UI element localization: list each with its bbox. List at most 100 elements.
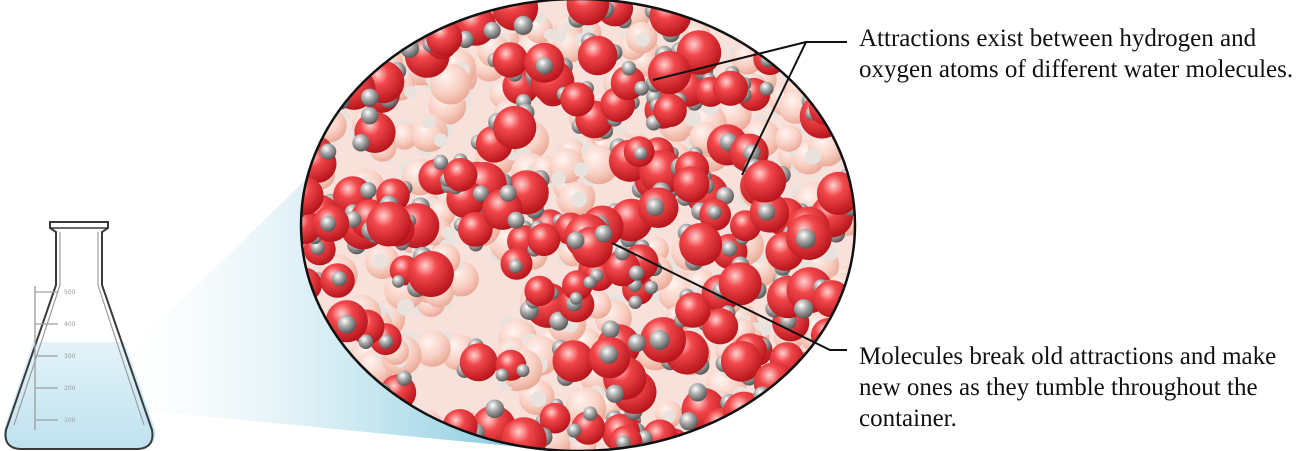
hydrogen-atom xyxy=(687,447,698,451)
oxygen-atom xyxy=(673,166,709,202)
hydrogen-atom xyxy=(828,65,841,78)
hydrogen-atom xyxy=(308,74,319,85)
hydrogen-atom xyxy=(508,212,525,229)
hydrogen-atom xyxy=(679,412,697,430)
hydrogen-atom xyxy=(486,400,505,419)
oxygen-atom-background xyxy=(807,52,838,83)
oxygen-atom xyxy=(460,343,498,381)
graduation-100: 100 xyxy=(64,417,76,424)
hydrogen-atom xyxy=(434,133,448,147)
hydrogen-atom xyxy=(794,299,813,318)
hydrogen-atom xyxy=(517,364,530,377)
hydrogen-atom xyxy=(291,96,308,113)
oxygen-atom-background xyxy=(832,105,859,132)
hydrogen-atom xyxy=(404,86,417,99)
hydrogen-atom xyxy=(833,104,844,115)
oxygen-atom-background xyxy=(378,1,419,42)
oxygen-atom xyxy=(713,71,748,106)
hydrogen-atom xyxy=(329,74,343,88)
hydrogen-atom xyxy=(810,71,827,88)
hydrogen-atom xyxy=(335,0,351,7)
hydrogen-atom xyxy=(836,22,852,38)
hydrogen-atom xyxy=(334,55,346,67)
hydrogen-atom xyxy=(828,370,839,381)
hydrogen-atom xyxy=(373,0,389,2)
hydrogen-atom xyxy=(628,334,646,352)
hydrogen-atom xyxy=(372,253,387,268)
hydrogen-atom xyxy=(595,225,612,242)
oxygen-atom xyxy=(492,42,527,77)
oxygen-atom-background xyxy=(326,58,354,86)
hydrogen-atom xyxy=(794,6,809,21)
oxygen-atom xyxy=(675,292,711,328)
hydrogen-atom xyxy=(345,438,360,451)
hydrogen-atom xyxy=(422,0,439,12)
oxygen-atom-background xyxy=(808,24,840,56)
callout-attractions: Attractions exist between hydrogen and o… xyxy=(859,23,1299,85)
oxygen-atom-background xyxy=(298,0,339,33)
hydrogen-atom xyxy=(421,115,435,129)
hydrogen-atom xyxy=(514,16,533,35)
hydrogen-atom xyxy=(831,350,845,364)
hydrogen-atom xyxy=(606,385,624,403)
hydrogen-atom xyxy=(810,23,826,39)
hydrogen-atom xyxy=(646,198,664,216)
oxygen-atom xyxy=(528,223,561,256)
hydrogen-atom xyxy=(509,259,523,273)
oxygen-atom xyxy=(524,276,554,306)
hydrogen-atom xyxy=(352,134,369,151)
oxygen-atom xyxy=(754,362,795,403)
hydrogen-atom xyxy=(567,232,584,249)
hydrogen-atom xyxy=(722,241,738,257)
oxygen-atom xyxy=(703,408,739,444)
hydrogen-atom xyxy=(814,0,829,7)
hydrogen-atom xyxy=(650,330,670,350)
hydrogen-atom xyxy=(816,0,833,8)
oxygen-atom-background xyxy=(296,66,327,97)
hydrogen-atom xyxy=(856,213,874,231)
hydrogen-atom xyxy=(798,58,810,70)
oxygen-atom xyxy=(366,202,411,247)
hydrogen-atom xyxy=(361,89,379,107)
hydrogen-atom xyxy=(337,315,356,334)
oxygen-atom xyxy=(408,251,454,297)
hydrogen-atom xyxy=(767,442,783,451)
hydrogen-atom xyxy=(840,297,854,311)
hydrogen-atom xyxy=(294,149,310,165)
hydrogen-atom xyxy=(812,432,823,443)
hydrogen-atom xyxy=(811,372,829,390)
hydrogen-atom xyxy=(815,89,831,105)
hydrogen-atom xyxy=(788,4,801,17)
graduation-400: 400 xyxy=(64,321,76,328)
hydrogen-atom xyxy=(600,345,618,363)
hydrogen-atom xyxy=(727,427,742,442)
hydrogen-atom xyxy=(819,369,833,383)
hydrogen-atom xyxy=(785,15,801,31)
hydrogen-atom xyxy=(819,63,835,79)
hydrogen-atom xyxy=(782,382,799,399)
hydrogen-atom xyxy=(645,281,658,294)
hydrogen-atom xyxy=(552,29,566,43)
oxygen-atom-background xyxy=(292,73,319,100)
hydrogen-atom xyxy=(397,299,414,316)
hydrogen-atom xyxy=(849,280,861,292)
hydrogen-atom xyxy=(583,276,596,289)
hydrogen-atom xyxy=(308,79,323,94)
hydrogen-atom xyxy=(312,65,325,78)
hydrogen-atom xyxy=(634,147,648,161)
oxygen-atom xyxy=(553,340,595,382)
erlenmeyer-flask-icon: 500 400 300 200 100 xyxy=(4,222,155,449)
hydrogen-atom xyxy=(636,33,650,47)
oxygen-atom-background xyxy=(798,0,837,34)
hydrogen-atom xyxy=(361,107,378,124)
hydrogen-atom xyxy=(829,114,846,131)
hydrogen-atom xyxy=(821,18,838,35)
oxygen-atom-background xyxy=(813,21,851,59)
hydrogen-atom xyxy=(318,444,331,451)
hydrogen-atom xyxy=(360,182,376,198)
hydrogen-atom xyxy=(369,13,385,29)
hydrogen-atom xyxy=(819,5,833,19)
hydrogen-atom xyxy=(302,65,319,82)
hydrogen-atom xyxy=(761,34,775,48)
oxygen-atom-background xyxy=(799,363,839,403)
